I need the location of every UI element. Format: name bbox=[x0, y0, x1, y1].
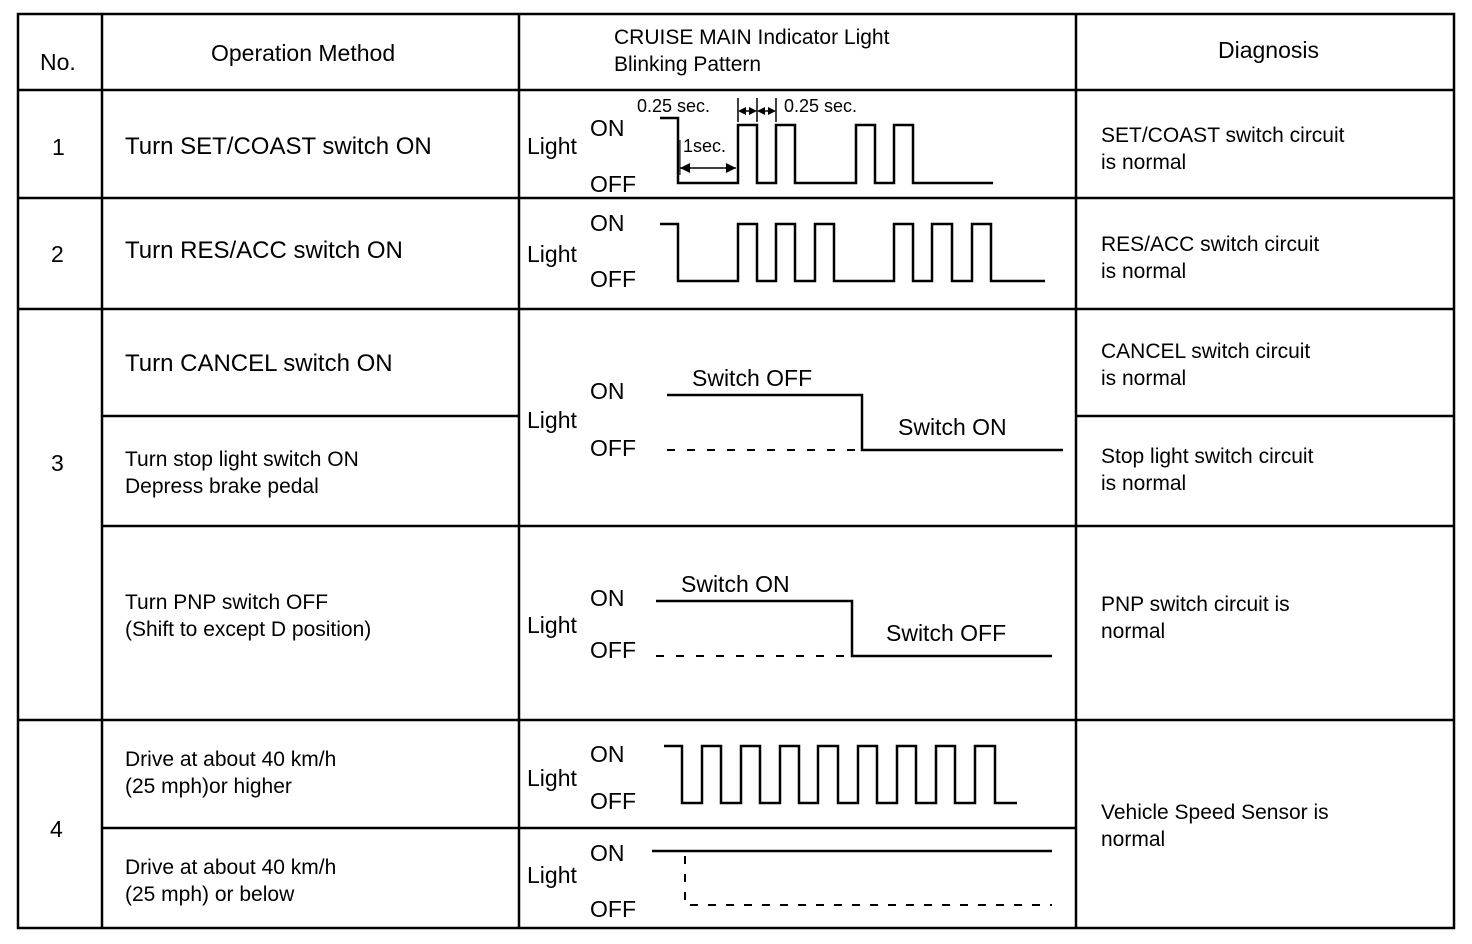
diagnosis-vss-line2: normal bbox=[1101, 828, 1166, 851]
wave3-off-label: OFF bbox=[590, 435, 636, 461]
wave2-on-label: ON bbox=[590, 210, 625, 236]
operation-drive-higher-line2: (25 mph)or higher bbox=[125, 775, 292, 798]
waveform-row1 bbox=[660, 116, 993, 185]
wave4-off-label: OFF bbox=[590, 637, 636, 663]
row-number-4: 4 bbox=[50, 816, 63, 842]
waveform-row2 bbox=[660, 222, 1045, 283]
timing-arrowheads bbox=[680, 107, 776, 173]
wave4-on-label: ON bbox=[590, 585, 625, 611]
wave5-on-label: ON bbox=[590, 741, 625, 767]
diagnosis-pnp-line2: normal bbox=[1101, 620, 1166, 643]
wave6-light-label: Light bbox=[527, 862, 577, 888]
wave3-light-label: Light bbox=[527, 407, 577, 433]
operation-res-acc: Turn RES/ACC switch ON bbox=[125, 237, 403, 264]
wave4-switch-off: Switch OFF bbox=[886, 620, 1007, 646]
diagnosis-stop-light-line1: Stop light switch circuit bbox=[1101, 445, 1314, 468]
diagnosis-set-coast-line1: SET/COAST switch circuit bbox=[1101, 124, 1345, 147]
wave1-quarter-sec-right: 0.25 sec. bbox=[784, 96, 858, 116]
diagnosis-stop-light-line2: is normal bbox=[1101, 472, 1187, 495]
header-no: No. bbox=[40, 49, 76, 75]
diagnosis-cancel-line2: is normal bbox=[1101, 367, 1187, 390]
wave1-one-sec: 1sec. bbox=[683, 136, 727, 156]
operation-drive-below-line1: Drive at about 40 km/h bbox=[125, 856, 337, 879]
header-pattern-line1: CRUISE MAIN Indicator Light bbox=[614, 26, 890, 49]
header-pattern-line2: Blinking Pattern bbox=[614, 53, 762, 76]
operation-set-coast: Turn SET/COAST switch ON bbox=[125, 133, 432, 160]
diagnosis-res-acc-line1: RES/ACC switch circuit bbox=[1101, 233, 1320, 256]
header-diagnosis: Diagnosis bbox=[1218, 37, 1319, 63]
operation-stop-light-line1: Turn stop light switch ON bbox=[125, 448, 359, 471]
wave4-switch-on: Switch ON bbox=[681, 571, 790, 597]
wave2-off-label: OFF bbox=[590, 266, 636, 292]
header-operation-method: Operation Method bbox=[211, 40, 396, 66]
wave5-off-label: OFF bbox=[590, 788, 636, 814]
row-number-2: 2 bbox=[51, 241, 64, 267]
wave6-on-label: ON bbox=[590, 840, 625, 866]
wave3-switch-off: Switch OFF bbox=[692, 365, 813, 391]
wave1-on-label: ON bbox=[590, 115, 625, 141]
wave6-off-label: OFF bbox=[590, 896, 636, 922]
row-number-1: 1 bbox=[52, 134, 65, 160]
operation-drive-higher-line1: Drive at about 40 km/h bbox=[125, 748, 337, 771]
row-number-3: 3 bbox=[51, 450, 64, 476]
wave4-light-label: Light bbox=[527, 612, 577, 638]
table-border bbox=[16, 12, 1456, 930]
waveform-row5 bbox=[664, 744, 1017, 805]
operation-pnp-line1: Turn PNP switch OFF bbox=[125, 591, 329, 614]
operation-stop-light-line2: Depress brake pedal bbox=[125, 475, 319, 498]
wave2-light-label: Light bbox=[527, 241, 577, 267]
diagnosis-vss-line1: Vehicle Speed Sensor is bbox=[1101, 801, 1329, 824]
operation-pnp-line2: (Shift to except D position) bbox=[125, 618, 372, 641]
wave1-quarter-sec-left: 0.25 sec. bbox=[637, 96, 711, 116]
wave1-off-label: OFF bbox=[590, 171, 636, 197]
diagnosis-pnp-line1: PNP switch circuit is bbox=[1101, 593, 1290, 616]
diagnosis-cancel-line1: CANCEL switch circuit bbox=[1101, 340, 1311, 363]
wave3-switch-on: Switch ON bbox=[898, 414, 1007, 440]
waveforms bbox=[652, 98, 1063, 906]
wave5-light-label: Light bbox=[527, 765, 577, 791]
diagnosis-set-coast-line2: is normal bbox=[1101, 151, 1187, 174]
diagnosis-res-acc-line2: is normal bbox=[1101, 260, 1187, 283]
waveform-row4-solid bbox=[656, 599, 1052, 658]
waveform-row3-solid bbox=[667, 393, 1063, 452]
operation-cancel: Turn CANCEL switch ON bbox=[125, 350, 393, 377]
operation-drive-below-line2: (25 mph) or below bbox=[125, 883, 295, 906]
table-grid bbox=[16, 12, 1456, 930]
wave3-on-label: ON bbox=[590, 378, 625, 404]
wave1-light-label: Light bbox=[527, 133, 577, 159]
waveform-row6-dashed bbox=[684, 856, 1052, 906]
